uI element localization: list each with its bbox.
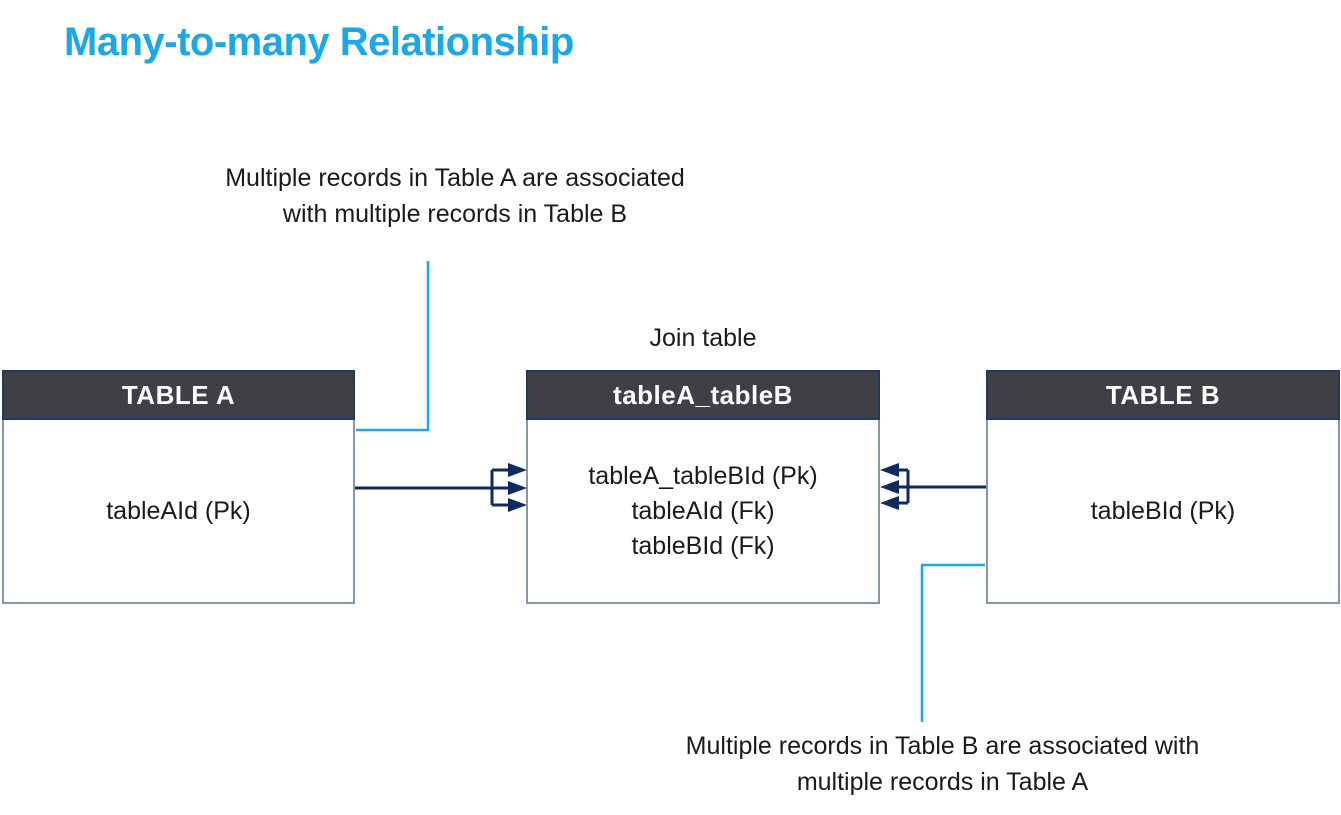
annotation-table-a-line1: Multiple records in Table A are associat… (225, 164, 685, 192)
arrowhead-icon (880, 463, 899, 477)
entity-join-table-body: tableA_tableBId (Pk) tableAId (Fk) table… (526, 420, 880, 604)
annotation-table-b: Multiple records in Table B are associat… (610, 728, 1275, 800)
entity-table-b-body: tableBId (Pk) (986, 420, 1340, 604)
entity-table-a-body: tableAId (Pk) (2, 420, 355, 604)
arrowhead-icon (880, 480, 899, 494)
field-tableaid-fk: tableAId (Fk) (631, 496, 775, 525)
field-tablebid-pk: tableBId (Pk) (1090, 496, 1236, 525)
arrowhead-icon (508, 498, 527, 512)
arrowhead-icon (508, 481, 527, 495)
entity-table-b-header: TABLE B (986, 370, 1340, 420)
page-title: Many-to-many Relationship (64, 20, 574, 64)
entity-join-table: tableA_tableB tableA_tableBId (Pk) table… (526, 370, 880, 604)
field-tablea-tablebid-pk: tableA_tableBId (Pk) (588, 461, 818, 490)
arrowhead-icon (508, 463, 527, 477)
field-tablebid-fk: tableBId (Fk) (631, 531, 775, 560)
relationship-a-to-join (355, 463, 527, 512)
annotation-table-b-line2: multiple records in Table A (796, 768, 1089, 796)
annotation-connector-bottom (920, 563, 985, 722)
entity-table-b: TABLE B tableBId (Pk) (986, 370, 1340, 604)
annotation-table-a: Multiple records in Table A are associat… (180, 160, 730, 232)
entity-table-a: TABLE A tableAId (Pk) (2, 370, 355, 604)
relationship-b-to-join (880, 463, 986, 510)
arrowhead-icon (880, 496, 899, 510)
annotation-connector-top (356, 261, 430, 432)
join-table-label: Join table (649, 324, 757, 352)
entity-table-a-header: TABLE A (2, 370, 355, 420)
annotation-table-a-line2: with multiple records in Table B (282, 200, 628, 228)
field-tableaid-pk: tableAId (Pk) (106, 496, 251, 525)
annotation-table-b-line1: Multiple records in Table B are associat… (685, 732, 1200, 760)
entity-join-table-header: tableA_tableB (526, 370, 880, 420)
